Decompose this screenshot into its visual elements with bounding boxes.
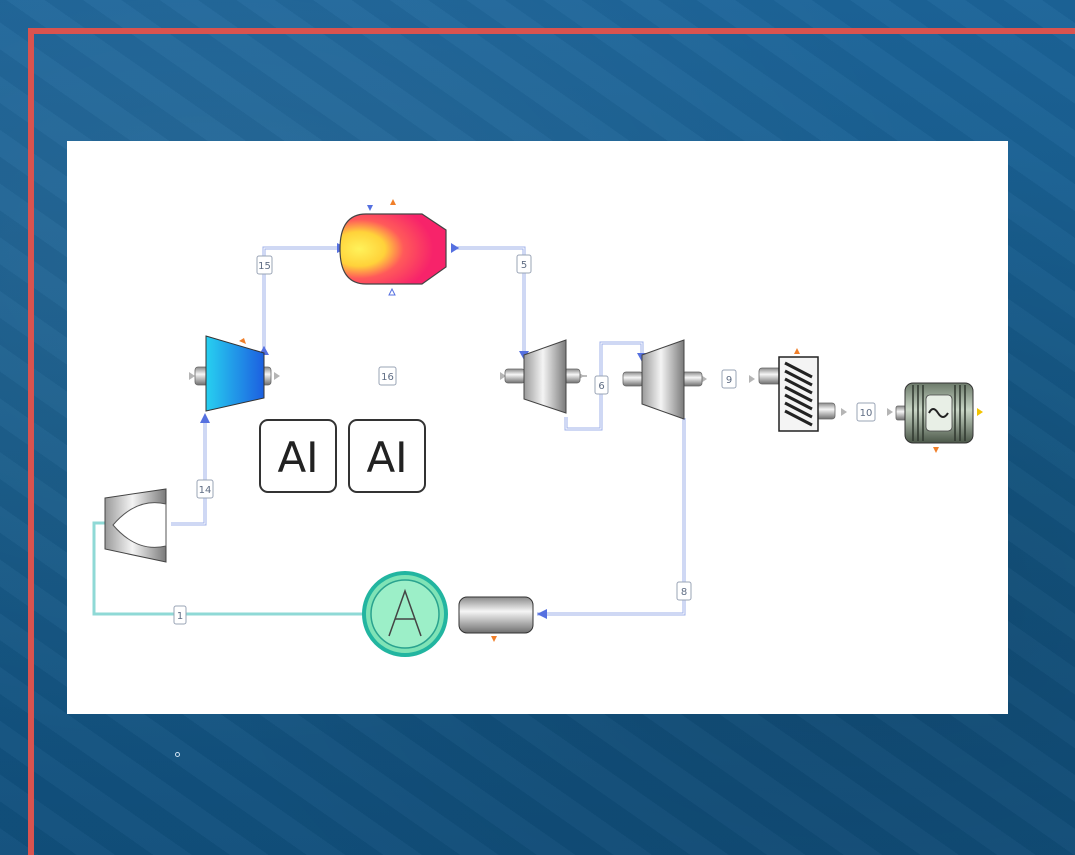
stream-tag-16[interactable]: 16 [378,366,397,386]
svg-text:15: 15 [258,261,271,272]
svg-text:AI: AI [277,433,318,482]
svg-text:1: 1 [177,611,183,622]
stream-tag-15[interactable]: 15 [256,255,273,275]
ai-box-2[interactable]: AI [348,419,426,493]
turbine-icon[interactable] [504,339,581,414]
stream-tag-8[interactable]: 8 [676,581,692,601]
compressor-icon[interactable] [194,335,272,412]
svg-text:9: 9 [726,375,732,386]
svg-text:16: 16 [381,372,394,383]
heat-exchanger-icon[interactable] [104,488,167,563]
stream-tag-6[interactable]: 6 [594,375,609,395]
stream-tag-1[interactable]: 1 [173,605,187,625]
turbine-icon[interactable] [622,339,703,420]
svg-text:8: 8 [681,587,687,598]
stream-tag-14[interactable]: 14 [196,479,214,499]
stream-tag-10[interactable]: 10 [856,402,876,422]
pump-icon[interactable] [362,571,448,657]
ai-box-1[interactable]: AI [259,419,337,493]
stream-tag-9[interactable]: 9 [721,369,737,389]
process-diagram: 15 5 16 6 9 10 14 1 8 AI AI [92,199,983,657]
frame-top-border [28,28,1075,34]
svg-text:AI: AI [366,433,407,482]
svg-text:6: 6 [598,381,604,392]
combustor-icon[interactable] [339,199,447,296]
generator-icon[interactable] [895,382,974,453]
svg-text:5: 5 [521,260,527,271]
tank-icon[interactable] [458,596,534,642]
cursor-dot [175,752,180,757]
diagram-panel: 15 5 16 6 9 10 14 1 8 AI AI [67,141,1008,714]
stream-tag-5[interactable]: 5 [516,254,532,274]
svg-text:10: 10 [860,408,873,419]
frame-left-border [28,28,34,855]
shaft-links [189,372,983,416]
gearbox-icon[interactable] [758,348,836,432]
svg-text:14: 14 [199,485,212,496]
